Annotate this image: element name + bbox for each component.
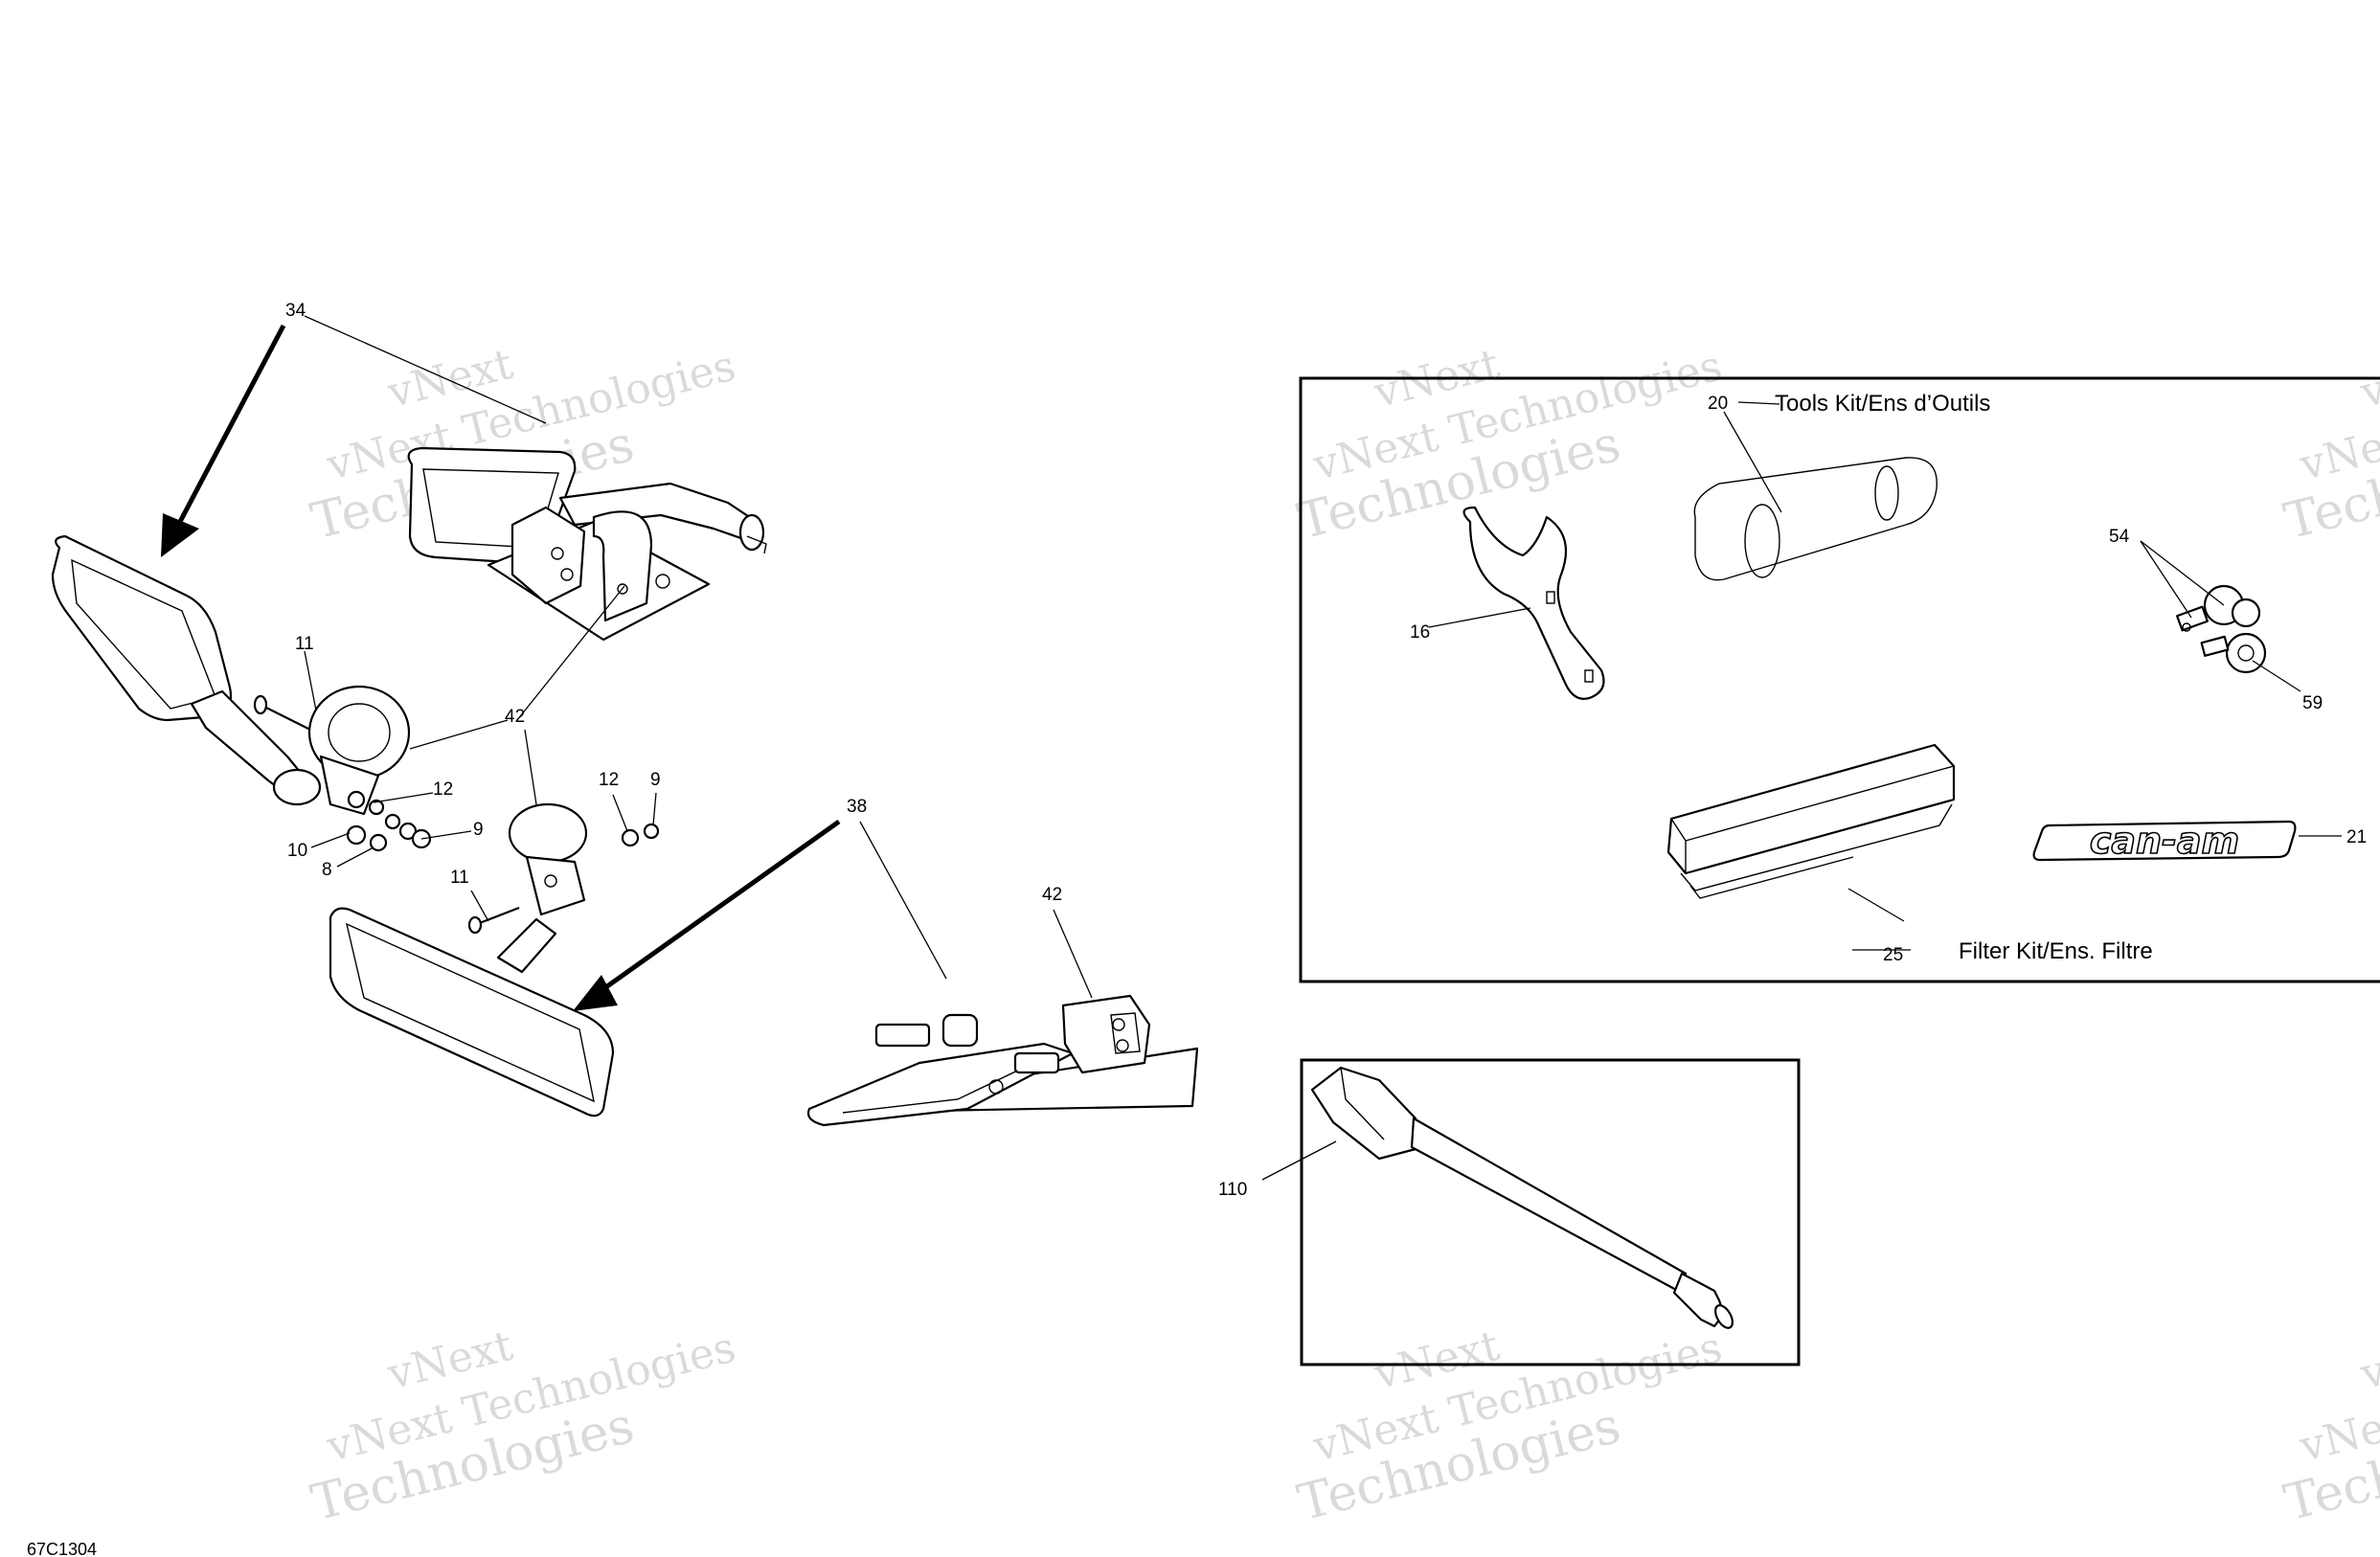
- callout-54: 54: [2109, 527, 2130, 547]
- arrow-to-side-mirror: [161, 324, 286, 557]
- can-am-logo-text: can-am: [2090, 820, 2239, 862]
- callout-25: 25: [1883, 945, 1903, 965]
- callout-12: 12: [433, 779, 453, 800]
- callout-34: 34: [285, 301, 306, 321]
- callout-8: 8: [322, 860, 332, 880]
- callout-59: 59: [2302, 693, 2323, 713]
- callout-38: 38: [847, 797, 867, 817]
- tool-box: [1300, 1058, 1801, 1366]
- can-am-decal: can-am: [2032, 819, 2297, 863]
- side-mirror-lower: [51, 534, 432, 852]
- kit-box: [1299, 376, 2380, 983]
- side-mirror-upper: [407, 446, 767, 642]
- tools-kit-label: Tools Kit/Ens d’Outils: [1775, 391, 1990, 417]
- tools-kit-pouch: [1693, 457, 1938, 581]
- callout-9: 9: [650, 770, 661, 790]
- air-filter: [1666, 743, 1956, 899]
- callout-11: 11: [295, 634, 314, 654]
- arrow-to-rearview-mirror: [573, 819, 841, 1011]
- callout-16: 16: [1410, 622, 1430, 643]
- callout-42: 42: [505, 707, 525, 727]
- callout-20: 20: [1708, 394, 1728, 414]
- callout-10: 10: [287, 841, 307, 861]
- callout-110: 110: [1218, 1180, 1247, 1200]
- ignition-keys: [2176, 584, 2267, 674]
- callout-9: 9: [473, 820, 484, 840]
- extension-tool: [1310, 1066, 1734, 1329]
- watermark-text: vNext: [2355, 1321, 2380, 1400]
- drawing-code: 67C1304: [27, 1540, 97, 1557]
- watermark-top-middle: vNext vNext Technologies Technologies: [1292, 340, 1727, 552]
- watermark-top-right: vNext vNext Technologies Technologies: [2278, 340, 2380, 552]
- callout-21: 21: [2346, 827, 2367, 847]
- rearview-mirror-center: [329, 802, 660, 1117]
- leader-lines: [304, 315, 2342, 1181]
- filter-kit-label: Filter Kit/Ens. Filtre: [1959, 938, 2153, 964]
- spanner-wrench: [1462, 506, 1605, 700]
- callouts: 34 11 42 12 9 10 8 12 9 11 38 42 20 16 5…: [285, 301, 2367, 1200]
- watermark-bottom-middle: vNext vNext Technologies Technologies: [1292, 1321, 1727, 1533]
- watermark-bottom-left: vNext vNext Technologies Technologies: [306, 1321, 740, 1533]
- watermark-bottom-right: vNext vNext Technologies Technologies: [2278, 1321, 2380, 1533]
- mirror-mount-bracket: [806, 994, 1199, 1127]
- callout-12: 12: [599, 770, 619, 790]
- callout-11: 11: [450, 868, 469, 888]
- callout-42: 42: [1042, 885, 1062, 905]
